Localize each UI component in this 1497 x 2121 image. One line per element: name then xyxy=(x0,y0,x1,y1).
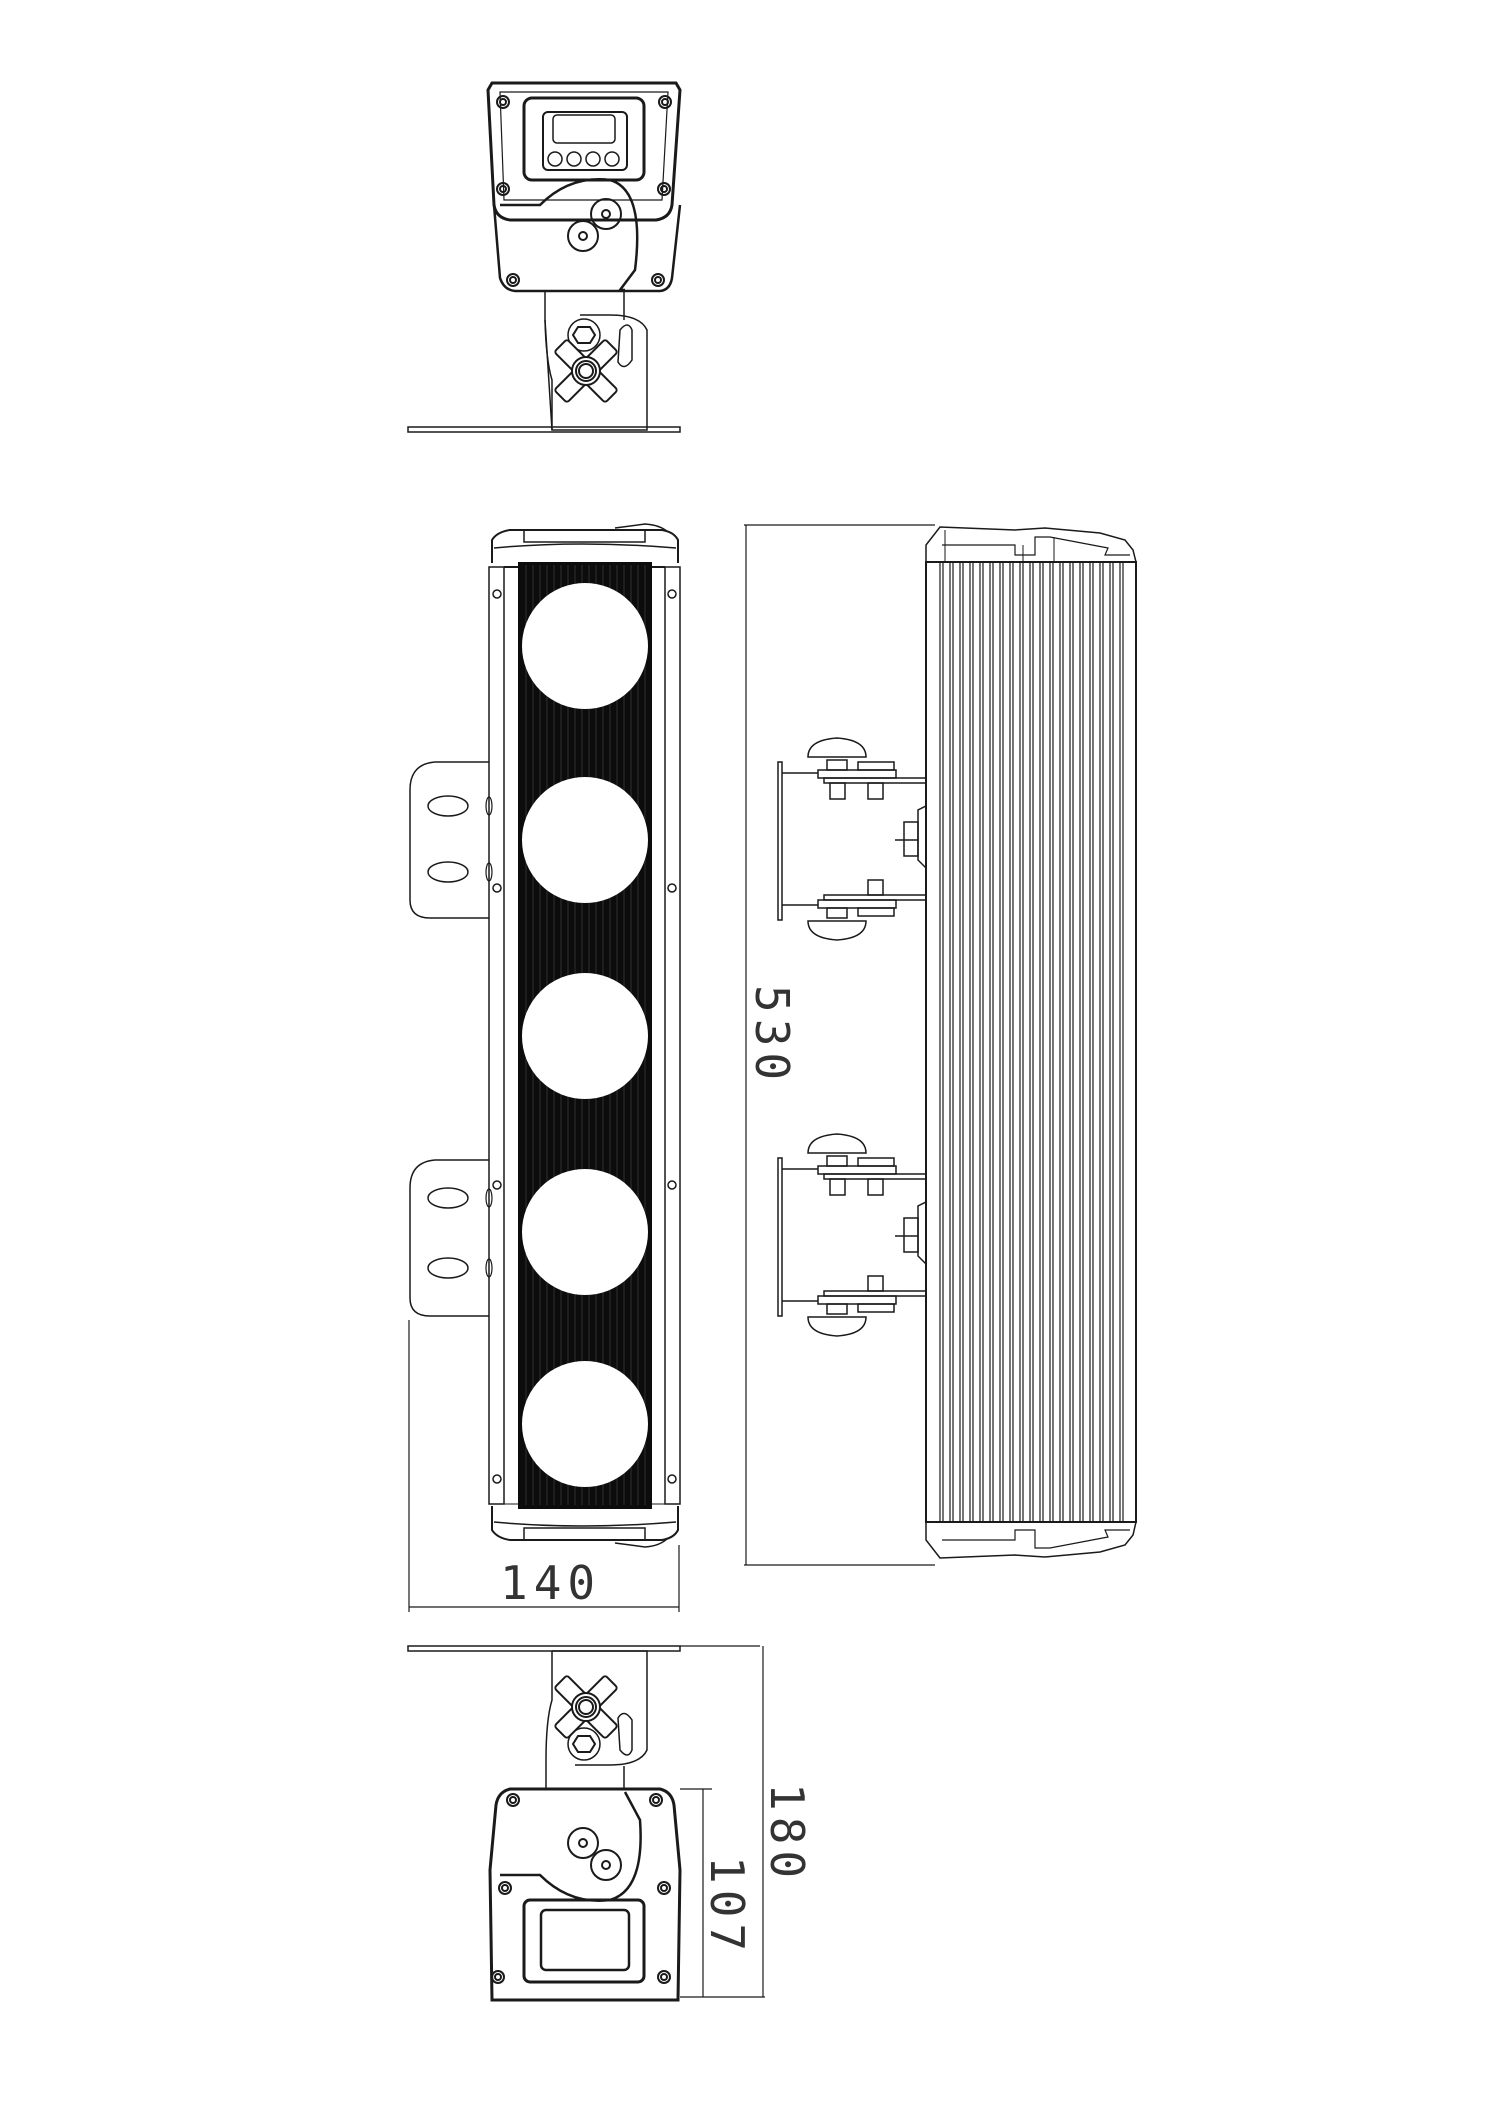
led-lens-5 xyxy=(523,1362,647,1486)
side-view xyxy=(744,525,1136,1565)
led-lens-3 xyxy=(523,974,647,1098)
bottom-end-view xyxy=(408,1646,765,2000)
overall-height-dimension-label: 180 xyxy=(760,1783,814,1885)
body-height-dimension-label: 107 xyxy=(700,1856,754,1958)
front-view xyxy=(410,524,680,1547)
top-end-view xyxy=(408,83,680,432)
side-bracket-upper xyxy=(778,738,926,940)
side-bracket-lower xyxy=(778,1134,926,1336)
width-dimension-line xyxy=(409,1320,679,1612)
width-dimension-label: 140 xyxy=(500,1556,602,1610)
length-dimension-label: 530 xyxy=(745,985,799,1087)
led-lens-2 xyxy=(523,778,647,902)
led-lens-4 xyxy=(523,1170,647,1294)
led-lens-1 xyxy=(523,584,647,708)
